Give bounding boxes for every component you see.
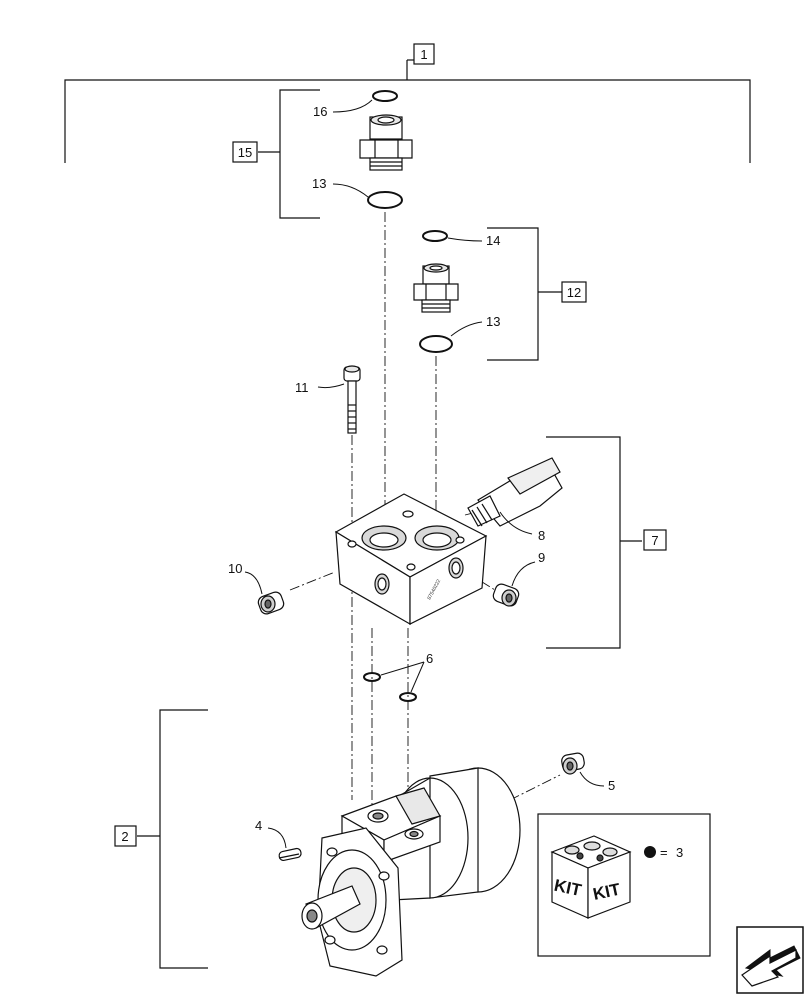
assembly-bracket [64,59,751,163]
kit-box-icon [550,835,632,919]
fitting-15 [359,114,413,171]
leader-13-upper [332,183,369,198]
leader-13-lower [450,321,483,337]
valve-block [334,493,488,626]
orings-6 [363,672,417,702]
kit-bullet [644,846,656,858]
label-9: 9 [538,550,545,565]
callout-box-2[interactable]: 2 [114,825,137,847]
label-4: 4 [255,818,262,833]
callout-box-15[interactable]: 15 [232,141,258,163]
bracket-2 [137,709,208,969]
label-6: 6 [426,651,433,666]
callout-box-12[interactable]: 12 [561,281,587,303]
callout-box-7[interactable]: 7 [643,529,667,551]
leader-5 [579,771,605,787]
leader-10 [244,571,263,595]
oring-14 [422,230,448,242]
hydraulic-motor [301,767,521,977]
leader-16 [332,99,373,113]
leader-9 [511,561,536,587]
label-13-lower: 13 [486,314,500,329]
leader-4 [267,827,287,849]
label-11: 11 [295,380,309,395]
bracket-12 [487,227,562,361]
label-16: 16 [313,104,327,119]
oring-13-lower [419,335,453,353]
kit-ref-3: 3 [676,845,683,860]
label-5: 5 [608,778,615,793]
key-4 [278,847,302,862]
plug-9 [492,583,520,607]
plug-10 [257,591,285,615]
svg-text:2: 2 [121,829,128,844]
leader-14 [447,237,483,242]
svg-text:1: 1 [420,47,427,62]
svg-text:15: 15 [238,145,252,160]
label-10: 10 [228,561,242,576]
next-page-arrow-icon[interactable] [736,926,804,994]
fitting-12 [413,263,459,313]
kit-equals: = [660,845,668,860]
oring-16 [372,90,398,102]
bolt-11 [343,365,361,434]
label-14: 14 [486,233,500,248]
leader-8 [499,511,533,535]
leader-6 [380,661,425,693]
callout-box-1[interactable]: 1 [413,43,435,65]
label-13-upper: 13 [312,176,326,191]
bracket-15 [258,89,320,219]
svg-text:12: 12 [567,285,581,300]
kit-legend: KIT KIT = 3 [537,813,711,957]
label-8: 8 [538,528,545,543]
leader-11 [317,383,345,389]
plug-5 [561,752,585,775]
oring-13-upper [367,191,403,209]
bracket-7 [546,436,642,649]
svg-text:7: 7 [651,533,658,548]
relief-valve-8 [467,457,563,527]
